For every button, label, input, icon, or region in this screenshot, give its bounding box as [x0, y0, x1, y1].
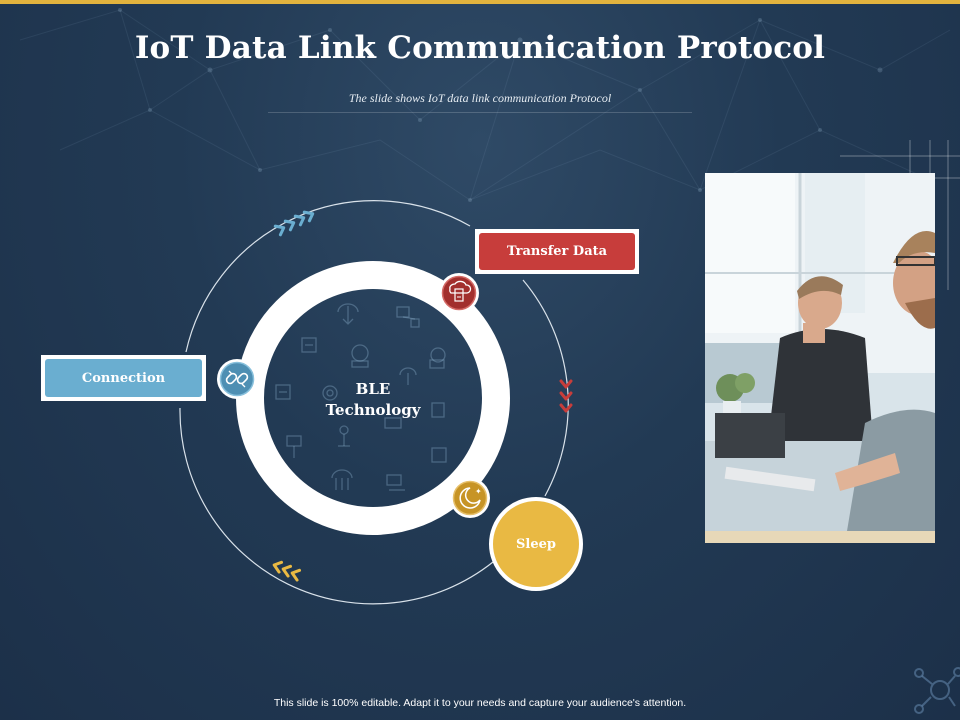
top-accent-bar [0, 0, 960, 4]
sleep-node [489, 497, 583, 591]
red-chevron-arrows [559, 379, 573, 413]
cloud-server-icon [439, 273, 479, 313]
footer-note: This slide is 100% editable. Adapt it to… [273, 697, 687, 709]
svg-text:✦: ✦ [475, 487, 482, 496]
background-icons [275, 303, 447, 491]
connection-label: Connection [45, 359, 202, 397]
slide-subtitle: The slide shows IoT data link communicat… [348, 91, 612, 105]
office-workers-photo [705, 173, 935, 543]
slide-title: IoT Data Link Communication Protocol [134, 30, 826, 66]
sleep-label: Sleep [516, 536, 556, 552]
yellow-chevron-arrows [272, 560, 302, 582]
blue-chevron-arrows [273, 210, 315, 237]
connection-label-box: Connection [41, 355, 206, 401]
center-label-line2: Technology [325, 401, 421, 419]
main-ring [236, 261, 510, 535]
center-label-line1: BLE [355, 380, 391, 398]
transfer-data-label-box: Transfer Data [475, 229, 639, 274]
transfer-data-label: Transfer Data [479, 233, 635, 270]
chain-link-icon [217, 359, 257, 399]
center-label: BLE Technology [298, 379, 448, 421]
moon-stars-icon: ✦ [450, 478, 490, 518]
subtitle-divider [268, 112, 692, 113]
